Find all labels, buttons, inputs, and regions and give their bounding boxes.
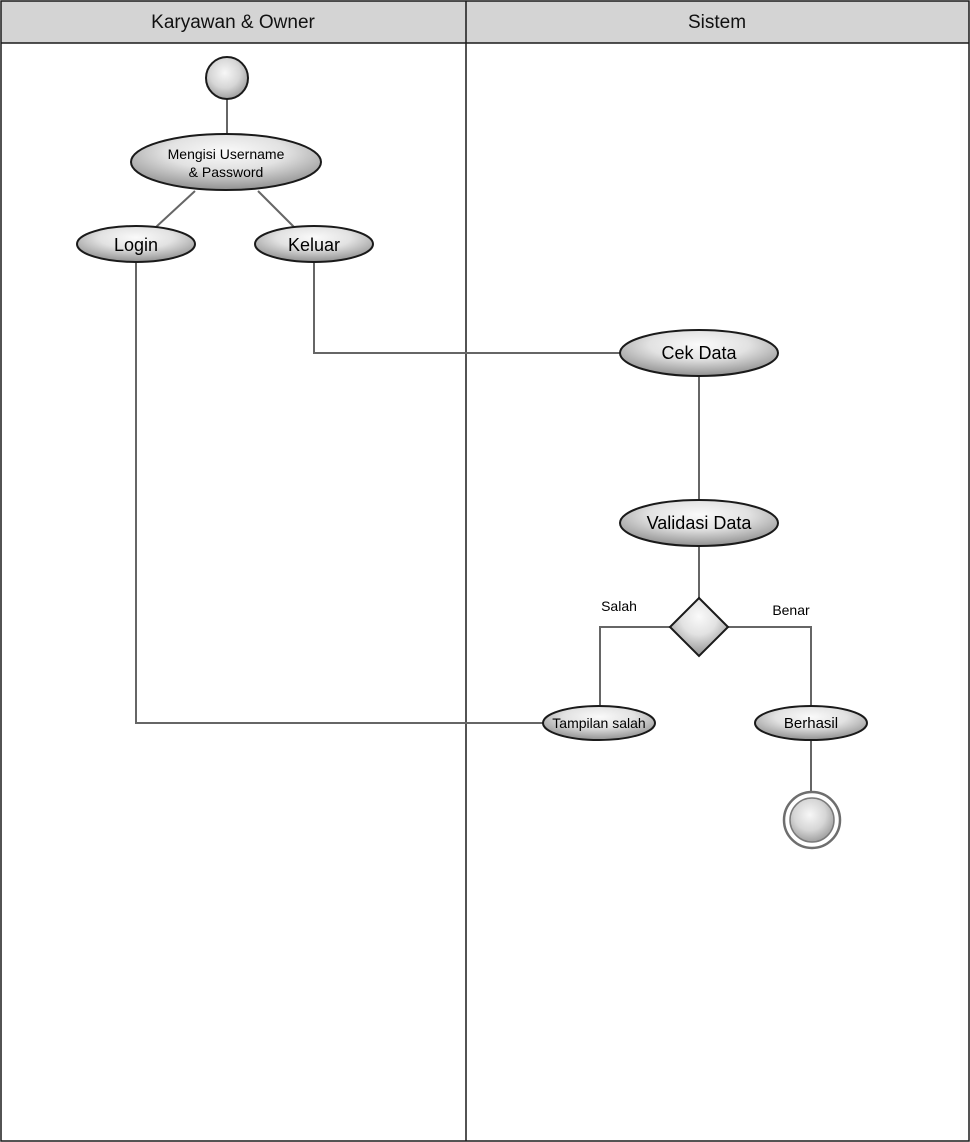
activity-tampilan-salah: Tampilan salah: [542, 705, 656, 741]
edge-label-salah: Salah: [601, 598, 637, 614]
lane-title-karyawan-owner: Karyawan & Owner: [151, 12, 315, 33]
final-node: [782, 790, 842, 850]
activity-label-line2: & Password: [189, 164, 264, 180]
activity-label: Cek Data: [661, 343, 737, 363]
activity-cek-data: Cek Data: [619, 329, 779, 377]
activity-shape: [130, 133, 322, 191]
activity-label: Validasi Data: [647, 513, 753, 533]
activity-validasi-data: Validasi Data: [619, 499, 779, 547]
activity-label: Berhasil: [784, 715, 838, 732]
activity-label: Tampilan salah: [552, 715, 645, 731]
activity-mengisi-username-password: Mengisi Username & Password: [130, 133, 322, 191]
final-node-core: [789, 797, 835, 843]
edge-mengisi-to-keluar: [257, 190, 295, 228]
activity-shape: [254, 225, 374, 263]
activity-shape: [754, 705, 868, 741]
edge-decision-salah: [599, 626, 671, 707]
edge-mengisi-to-login: [155, 190, 196, 228]
activity-label: Keluar: [288, 235, 340, 255]
edge-keluar-to-cek-data: [313, 262, 620, 354]
activity-shape: [542, 705, 656, 741]
activity-label: Login: [114, 235, 158, 255]
activity-keluar: Keluar: [254, 225, 374, 263]
lane-title-sistem: Sistem: [688, 12, 746, 33]
connectors: [135, 99, 812, 792]
lane-header-right: [466, 1, 969, 43]
activity-berhasil: Berhasil: [754, 705, 868, 741]
initial-node: [205, 56, 249, 100]
decision-node: [668, 596, 730, 658]
activity-shape: [619, 329, 779, 377]
activity-shape: [76, 225, 196, 263]
activity-shape: [619, 499, 779, 547]
lane-header-left: [1, 1, 466, 43]
activity-login: Login: [76, 225, 196, 263]
edge-decision-benar: [727, 626, 812, 707]
activity-label-line1: Mengisi Username: [168, 146, 285, 162]
edge-tampilan-salah-to-login: [135, 262, 544, 724]
edge-label-benar: Benar: [772, 602, 810, 618]
